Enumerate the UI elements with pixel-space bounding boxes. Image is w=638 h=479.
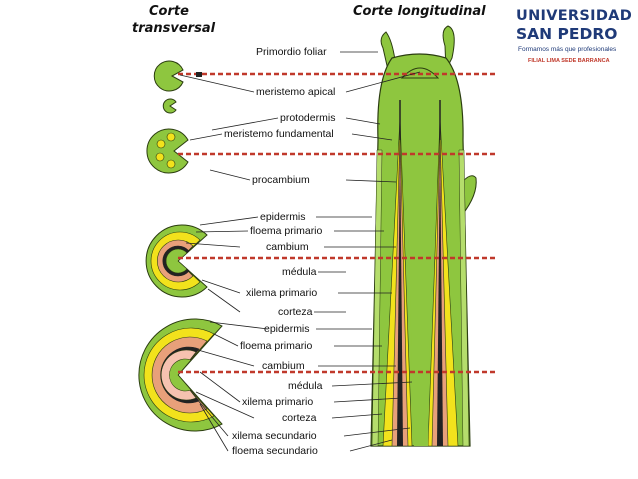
label-floema-primario-2: floema primario xyxy=(240,340,313,352)
logo-line1: UNIVERSIDAD xyxy=(516,8,633,24)
label-floema-primario-1: floema primario xyxy=(250,225,323,237)
logo-line2: SAN PEDRO xyxy=(516,25,618,43)
longitudinal-section xyxy=(370,25,477,447)
label-corteza-1: corteza xyxy=(278,306,313,318)
logo-branch: FILIAL LIMA SEDE BARRANCA xyxy=(528,58,610,64)
label-corteza-2: corteza xyxy=(282,412,317,424)
label-epidermis-2: epidermis xyxy=(264,323,310,335)
cross-section-apex xyxy=(153,60,184,92)
label-epidermis-1: epidermis xyxy=(260,211,306,223)
title-longitudinal: Corte longitudinal xyxy=(353,4,486,19)
label-primordio-foliar: Primordio foliar xyxy=(256,46,327,58)
level-lines xyxy=(178,72,498,374)
cross-section-small xyxy=(162,98,177,114)
label-xilema-primario-2: xilema primario xyxy=(242,396,314,408)
label-xilema-primario-1: xilema primario xyxy=(246,287,318,299)
label-meristemo-fundamental: meristemo fundamental xyxy=(224,128,334,140)
label-protodermis: protodermis xyxy=(280,112,336,124)
title-transverse-line1: Corte xyxy=(149,4,189,19)
university-logo: UNIVERSIDAD SAN PEDRO Formamos más que p… xyxy=(512,6,636,72)
title-transverse-line2: transversal xyxy=(132,21,216,36)
label-medula-1: médula xyxy=(282,266,317,278)
leader-lines xyxy=(179,51,421,452)
marker xyxy=(196,72,202,77)
cross-section-procambium xyxy=(146,128,189,174)
label-meristemo-apical: meristemo apical xyxy=(256,86,336,98)
label-medula-2: médula xyxy=(288,380,323,392)
label-cambium-2: cambium xyxy=(262,360,305,372)
logo-tagline: Formamos más que profesionales xyxy=(518,46,617,53)
label-xilema-secundario: xilema secundario xyxy=(232,430,317,442)
cross-section-primary xyxy=(145,224,208,298)
label-procambium: procambium xyxy=(252,174,310,186)
label-cambium-1: cambium xyxy=(266,241,309,253)
label-floema-secundario: floema secundario xyxy=(232,445,318,457)
